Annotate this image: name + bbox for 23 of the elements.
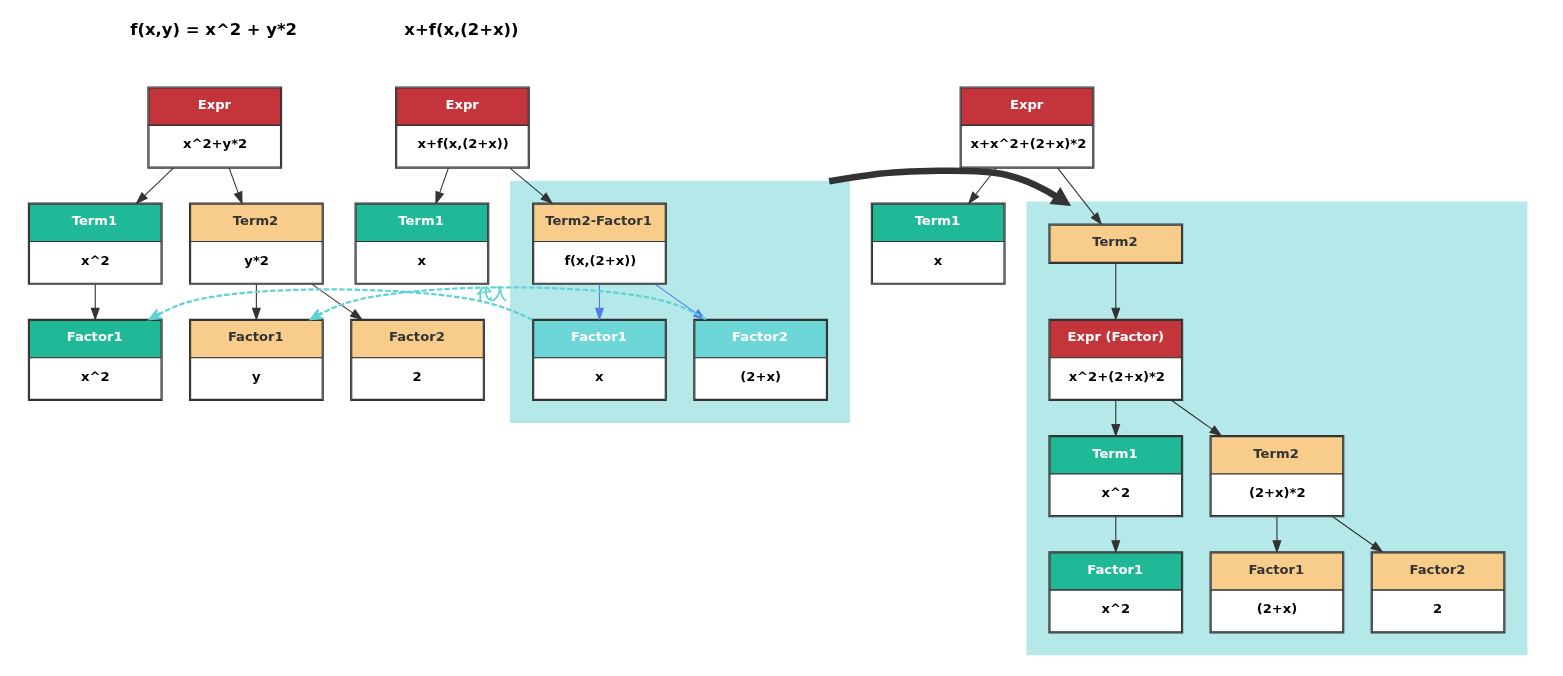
arrow xyxy=(90,283,100,321)
arrow xyxy=(594,283,604,321)
arrow xyxy=(1271,516,1282,554)
arrow xyxy=(434,167,449,205)
arrow xyxy=(967,167,997,205)
label: x+f(x,(2+x)) xyxy=(403,19,519,39)
arrow xyxy=(134,167,174,205)
arrow xyxy=(1110,516,1120,554)
edge-label: 代入 xyxy=(476,284,507,303)
arrow xyxy=(1331,516,1384,553)
cluster xyxy=(1025,201,1527,656)
arrow xyxy=(311,283,363,321)
arrow xyxy=(1110,263,1120,321)
arrow xyxy=(1170,400,1222,437)
arrow xyxy=(148,288,533,321)
arrow xyxy=(1110,400,1120,438)
cluster xyxy=(509,180,850,423)
label: f(x,y) = x^2 + y*2 xyxy=(129,19,297,39)
arrow xyxy=(508,167,553,205)
arrow xyxy=(828,167,1071,206)
arrow xyxy=(1056,167,1102,226)
arrow xyxy=(228,167,243,205)
arrow xyxy=(251,283,261,321)
